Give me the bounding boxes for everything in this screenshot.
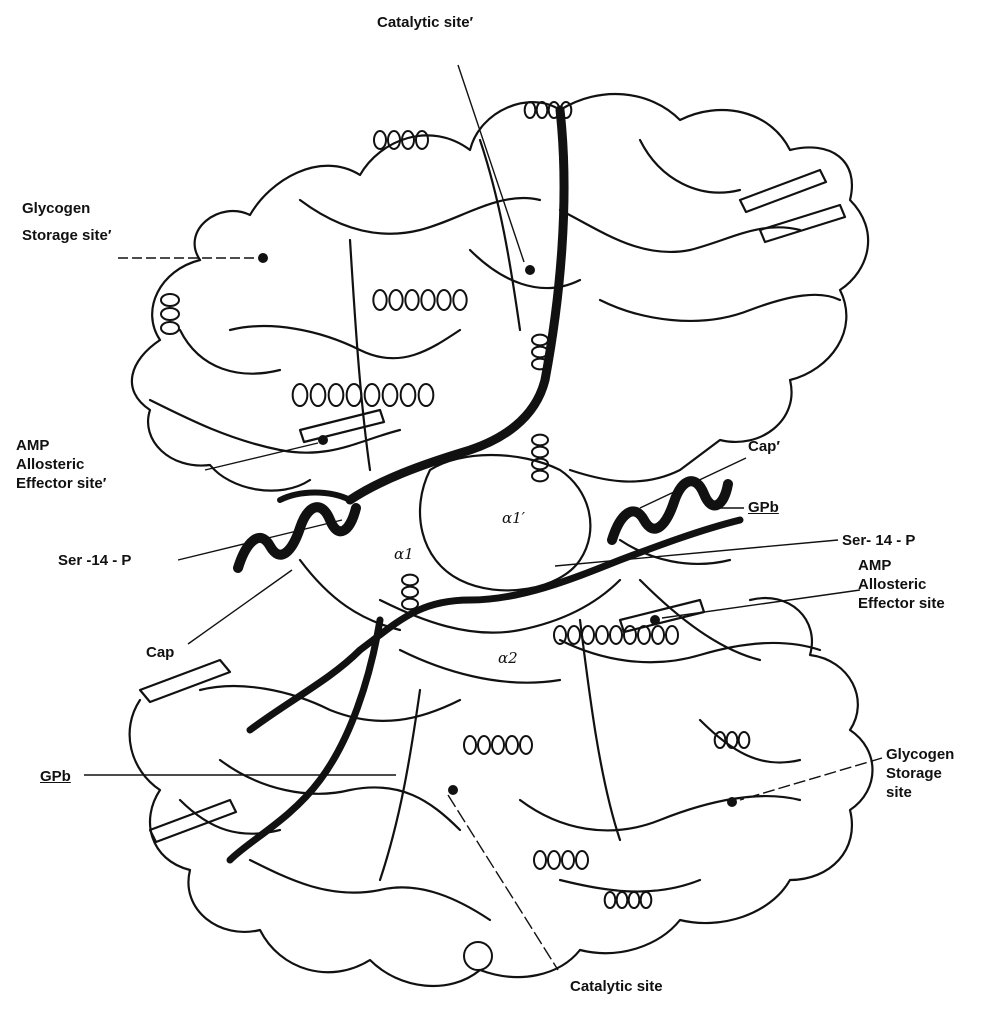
helix-turn <box>652 626 664 644</box>
helix-turn <box>537 102 548 118</box>
helix-turn <box>532 471 548 482</box>
glycogen-storage-site-label: Glycogen Storage site <box>886 745 954 802</box>
glycogen-storage-site-dot <box>727 797 737 807</box>
helix-turn <box>329 384 344 406</box>
helix-turn <box>582 626 594 644</box>
upper-subunit-outline <box>195 94 868 482</box>
helix-alpha2-label: α2 <box>496 650 520 666</box>
helix-turn <box>421 290 434 310</box>
lower-subunit-outline <box>130 700 580 986</box>
cap-label: Cap <box>146 642 174 663</box>
helix-turn <box>617 892 628 908</box>
helix-turn <box>478 736 490 754</box>
helix-turn <box>525 102 536 118</box>
helix-turn <box>402 575 418 586</box>
gpb-chains <box>230 110 740 860</box>
helix-turn <box>520 736 532 754</box>
helix-turn <box>605 892 616 908</box>
helix-turn <box>568 626 580 644</box>
helix-alpha1-label: α1 <box>392 546 416 562</box>
amp-allosteric-site-prime-label: AMP Allosteric Effector site′ <box>16 436 106 493</box>
catalytic-site-label: Catalytic site <box>570 976 663 997</box>
helix-turn <box>161 294 179 306</box>
helix-turn <box>548 851 560 869</box>
helix-turn <box>610 626 622 644</box>
helix-turn <box>365 384 380 406</box>
helix-turn <box>532 447 548 458</box>
catalytic-site-prime-label: Catalytic site′ <box>377 12 473 33</box>
helix-turn <box>576 851 588 869</box>
helix-turn <box>739 732 750 748</box>
helix-turn <box>405 290 418 310</box>
helix-turn <box>534 851 546 869</box>
cap-prime-label: Cap′ <box>748 436 780 457</box>
ser14p-left-label: Ser -14 - P <box>58 550 131 571</box>
helix-turn <box>311 384 326 406</box>
helix-turn <box>402 587 418 598</box>
helix-turn <box>374 131 386 149</box>
gpb-left-label: GPb <box>40 766 71 787</box>
helix-alpha1-prime-label: α1′ <box>500 510 527 526</box>
amp-site-prime-dot <box>318 435 328 445</box>
helix-turn <box>293 384 308 406</box>
helix-turn <box>383 384 398 406</box>
helix-turn <box>419 384 434 406</box>
helix-turn <box>161 322 179 334</box>
glycogen-storage-site-prime-dot <box>258 253 268 263</box>
helix-turn <box>373 290 386 310</box>
helix-turn <box>629 892 640 908</box>
helix-turn <box>641 892 652 908</box>
catalytic-site-dot <box>448 785 458 795</box>
gpb-right-label: GPb <box>748 497 779 518</box>
amp-allosteric-site-label: AMP Allosteric Effector site <box>858 556 945 613</box>
helix-turn <box>666 626 678 644</box>
helix-turn <box>347 384 362 406</box>
helix-turn <box>562 851 574 869</box>
glycogen-storage-site-prime-label: Glycogen Storage site′ <box>22 198 111 246</box>
helix-turn <box>161 308 179 320</box>
helix-turn <box>532 435 548 446</box>
helix-turn <box>638 626 650 644</box>
helix-turn <box>727 732 738 748</box>
helix-turn <box>401 384 416 406</box>
helix-turn <box>596 626 608 644</box>
helix-turn <box>492 736 504 754</box>
terminal-loop <box>464 942 492 970</box>
helix-turn <box>624 626 636 644</box>
amp-site-dot <box>650 615 660 625</box>
ser14p-right-label: Ser- 14 - P <box>842 530 915 551</box>
helix-turn <box>416 131 428 149</box>
helix-turn <box>532 335 548 346</box>
helix-turn <box>464 736 476 754</box>
helix-turn <box>554 626 566 644</box>
helix-turn <box>389 290 402 310</box>
helix-turn <box>437 290 450 310</box>
helix-turn <box>506 736 518 754</box>
helix-turn <box>388 131 400 149</box>
helix-turn <box>453 290 466 310</box>
catalytic-site-prime-dot <box>525 265 535 275</box>
